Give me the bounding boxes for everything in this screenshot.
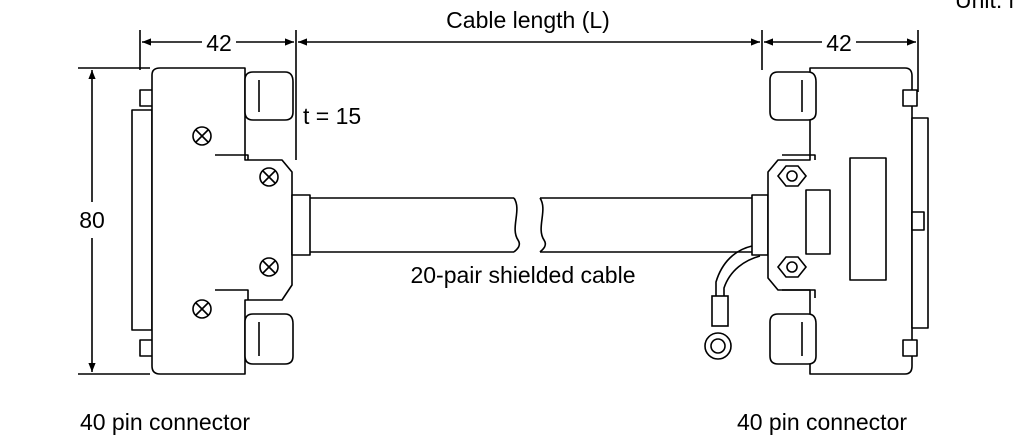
height-dimension-lines [78,67,150,375]
left-screw-top-icon [192,126,212,146]
ground-wire [711,245,761,327]
right-width-dimension: 42 [826,30,852,56]
right-hex-nut-top-icon [776,165,808,187]
thickness-dimension: t = 15 [303,103,361,129]
right-connector-label: 40 pin connector [737,409,907,435]
shielded-cable [310,197,752,253]
left-connector-label: 40 pin connector [80,409,250,435]
units-label: Unit: mm [955,0,1014,13]
cable-length-dimension: Cable length (L) [446,7,610,33]
right-hex-nut-bottom-icon [776,256,808,278]
left-screw-upper-icon [259,167,279,187]
right-connector [751,67,929,375]
left-screw-bottom-icon [192,299,212,319]
left-connector [131,67,311,375]
height-dimension: 80 [79,207,105,233]
top-dimension-lines [139,30,919,160]
left-screw-lower-icon [259,257,279,277]
left-width-dimension: 42 [206,30,232,56]
cable-label: 20-pair shielded cable [410,262,635,288]
ground-terminal-ring-icon [704,332,732,360]
